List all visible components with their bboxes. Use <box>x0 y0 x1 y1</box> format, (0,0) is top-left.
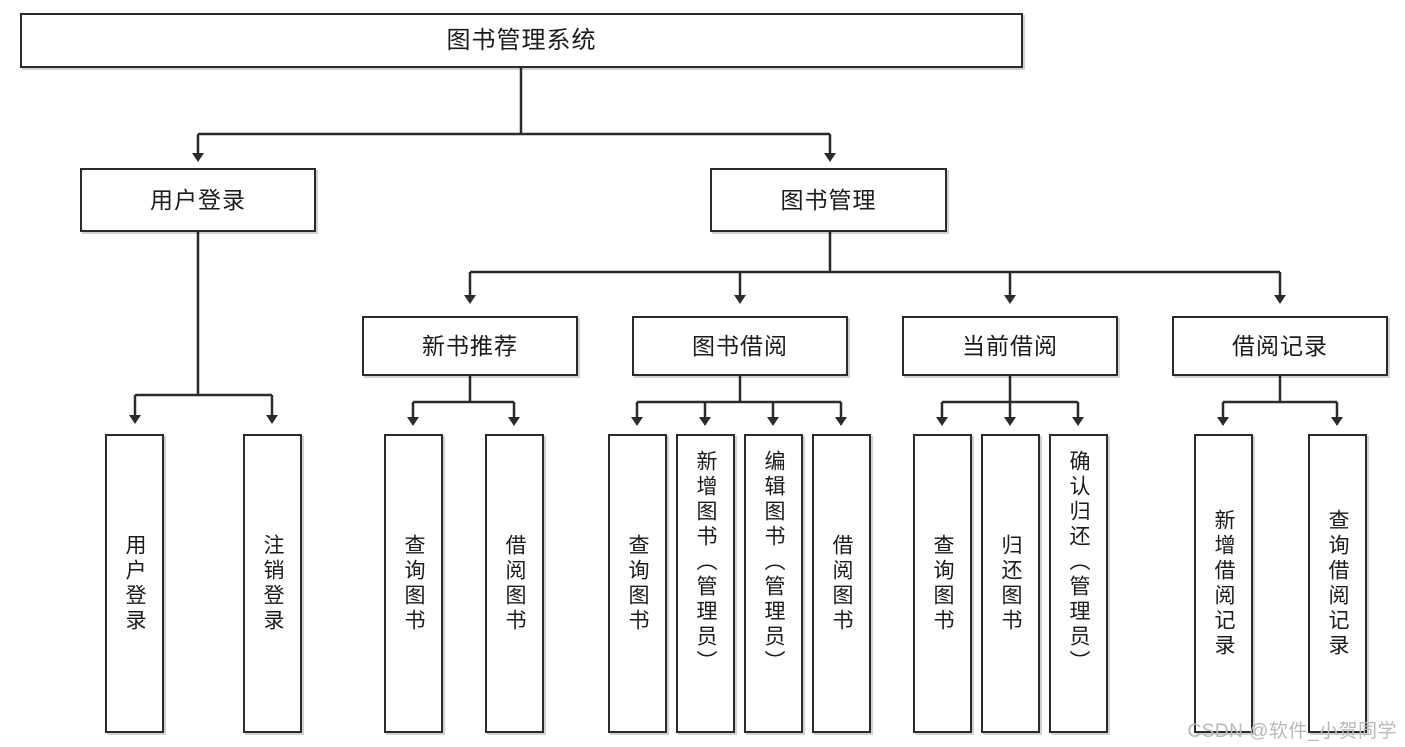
node-leaf-confirm-return-label: 确认归还（管理员） <box>1067 450 1090 675</box>
node-leaf-query-book-2[interactable]: 查询图书 <box>608 434 667 733</box>
watermark-text: CSDN @软件_小贺同学 <box>1187 721 1397 742</box>
node-book-borrow[interactable]: 图书借阅 <box>632 316 848 376</box>
node-new-book-rec[interactable]: 新书推荐 <box>362 316 578 376</box>
node-leaf-query-record[interactable]: 查询借阅记录 <box>1308 434 1367 733</box>
node-leaf-borrow-book-2-label: 借阅图书 <box>830 533 853 634</box>
node-book-manage-label: 图书管理 <box>780 186 877 213</box>
node-leaf-borrow-book-1-label: 借阅图书 <box>503 533 526 634</box>
node-current-borrow-label: 当前借阅 <box>962 332 1058 359</box>
node-leaf-query-book-3-label: 查询图书 <box>931 533 954 634</box>
node-book-borrow-label: 图书借阅 <box>692 332 788 359</box>
node-leaf-query-book-1[interactable]: 查询图书 <box>384 434 443 733</box>
node-leaf-edit-book[interactable]: 编辑图书（管理员） <box>744 434 803 733</box>
node-leaf-logout[interactable]: 注销登录 <box>243 434 302 733</box>
node-leaf-confirm-return[interactable]: 确认归还（管理员） <box>1049 434 1108 733</box>
node-leaf-edit-book-label: 编辑图书（管理员） <box>762 450 785 675</box>
node-root-label: 图书管理系统 <box>446 26 597 54</box>
node-leaf-query-book-1-label: 查询图书 <box>402 533 425 634</box>
node-current-borrow[interactable]: 当前借阅 <box>902 316 1118 376</box>
node-leaf-user-login-label: 用户登录 <box>123 533 146 634</box>
node-leaf-add-book[interactable]: 新增图书（管理员） <box>676 434 735 733</box>
node-borrow-record-label: 借阅记录 <box>1232 332 1328 359</box>
node-leaf-borrow-book-2[interactable]: 借阅图书 <box>812 434 871 733</box>
node-root[interactable]: 图书管理系统 <box>20 13 1023 68</box>
node-leaf-query-book-3[interactable]: 查询图书 <box>913 434 972 733</box>
node-user-login[interactable]: 用户登录 <box>80 168 316 232</box>
node-borrow-record[interactable]: 借阅记录 <box>1172 316 1388 376</box>
node-leaf-query-book-2-label: 查询图书 <box>626 533 649 634</box>
node-leaf-logout-label: 注销登录 <box>261 533 284 634</box>
node-leaf-add-record-label: 新增借阅记录 <box>1212 508 1235 659</box>
node-leaf-user-login[interactable]: 用户登录 <box>105 434 164 733</box>
node-leaf-add-record[interactable]: 新增借阅记录 <box>1194 434 1253 733</box>
node-leaf-return-book[interactable]: 归还图书 <box>981 434 1040 733</box>
node-leaf-return-book-label: 归还图书 <box>999 533 1022 634</box>
node-leaf-borrow-book-1[interactable]: 借阅图书 <box>485 434 544 733</box>
node-user-login-label: 用户登录 <box>150 186 246 213</box>
node-leaf-query-record-label: 查询借阅记录 <box>1326 508 1349 659</box>
node-book-manage[interactable]: 图书管理 <box>710 168 947 232</box>
node-leaf-add-book-label: 新增图书（管理员） <box>694 450 717 675</box>
node-new-book-rec-label: 新书推荐 <box>422 332 518 359</box>
